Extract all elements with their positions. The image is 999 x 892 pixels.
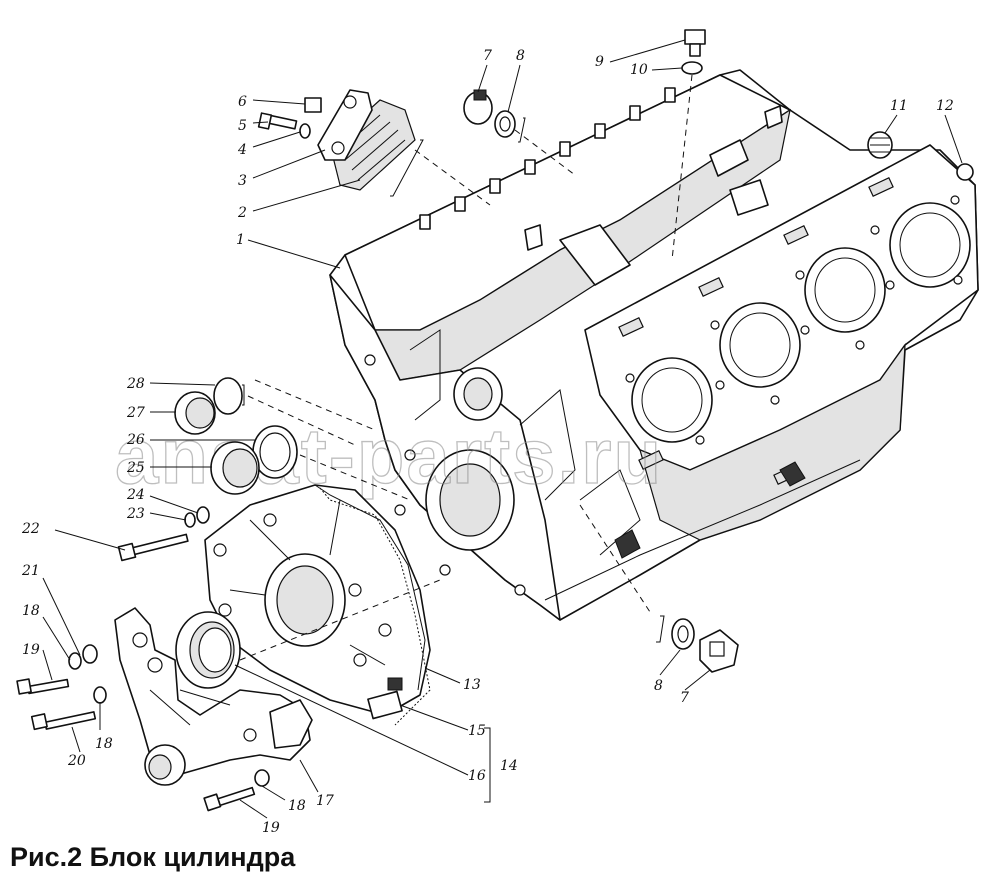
- callout-2: 2: [237, 205, 247, 221]
- drain-plug: [671, 618, 739, 673]
- callout-1: 1: [236, 232, 245, 248]
- head-studs: [618, 177, 894, 485]
- callout-18-a: 18: [22, 603, 40, 619]
- top-screw: [681, 29, 706, 75]
- cylinder-bores: [631, 202, 971, 443]
- callout-25: 25: [126, 460, 145, 476]
- callout-6: 6: [238, 94, 247, 110]
- group-brackets: [242, 117, 665, 803]
- top-plug: [463, 89, 516, 138]
- callout-15: 15: [468, 723, 486, 739]
- callout-10: 10: [630, 62, 648, 78]
- crank-seal: [175, 611, 241, 689]
- callout-13: 13: [463, 677, 481, 693]
- callout-18-c: 18: [288, 798, 306, 814]
- left-bank-bolt-bosses: [419, 87, 676, 230]
- callout-labels: 6 5 4 3 2 1 7 8 9 10 11 12 28 27 26 25 2…: [21, 48, 954, 836]
- leader-lines: [42, 39, 963, 819]
- callout-14: 14: [500, 758, 518, 774]
- assembly-lines: [239, 74, 693, 661]
- callout-11: 11: [890, 98, 908, 114]
- callout-8-top: 8: [516, 48, 525, 64]
- callout-21: 21: [21, 563, 40, 579]
- figure-caption: Рис.2 Блок цилиндра: [10, 842, 296, 872]
- callout-28: 28: [126, 376, 145, 392]
- callout-20: 20: [67, 753, 86, 769]
- bracket-fasteners: [16, 644, 270, 812]
- timing-cover: [204, 484, 431, 726]
- callout-7-top: 7: [483, 48, 492, 64]
- callout-9: 9: [595, 54, 604, 70]
- breather-cover-parts: [257, 89, 416, 191]
- cover-bolt: [117, 506, 210, 562]
- callout-26: 26: [126, 432, 145, 448]
- deck-holes: [625, 195, 963, 445]
- callout-22: 22: [21, 521, 40, 537]
- callout-5: 5: [238, 118, 247, 134]
- callout-4: 4: [237, 142, 247, 158]
- callout-17: 17: [316, 793, 334, 809]
- callout-3: 3: [238, 173, 247, 189]
- engine-bracket: [114, 607, 313, 786]
- plug-and-ball: [867, 131, 974, 181]
- callout-19-a: 19: [22, 642, 40, 658]
- callout-12: 12: [936, 98, 954, 114]
- callout-19-b: 19: [262, 820, 280, 836]
- callout-7-bottom: 7: [680, 690, 689, 706]
- cylinder-block: [329, 69, 979, 621]
- callout-16: 16: [468, 768, 486, 784]
- callout-23: 23: [126, 506, 145, 522]
- callout-27: 27: [126, 405, 145, 421]
- side-plugs: [174, 377, 298, 495]
- callout-8-bottom: 8: [654, 678, 663, 694]
- callout-24: 24: [126, 487, 145, 503]
- callout-18-b: 18: [95, 736, 113, 752]
